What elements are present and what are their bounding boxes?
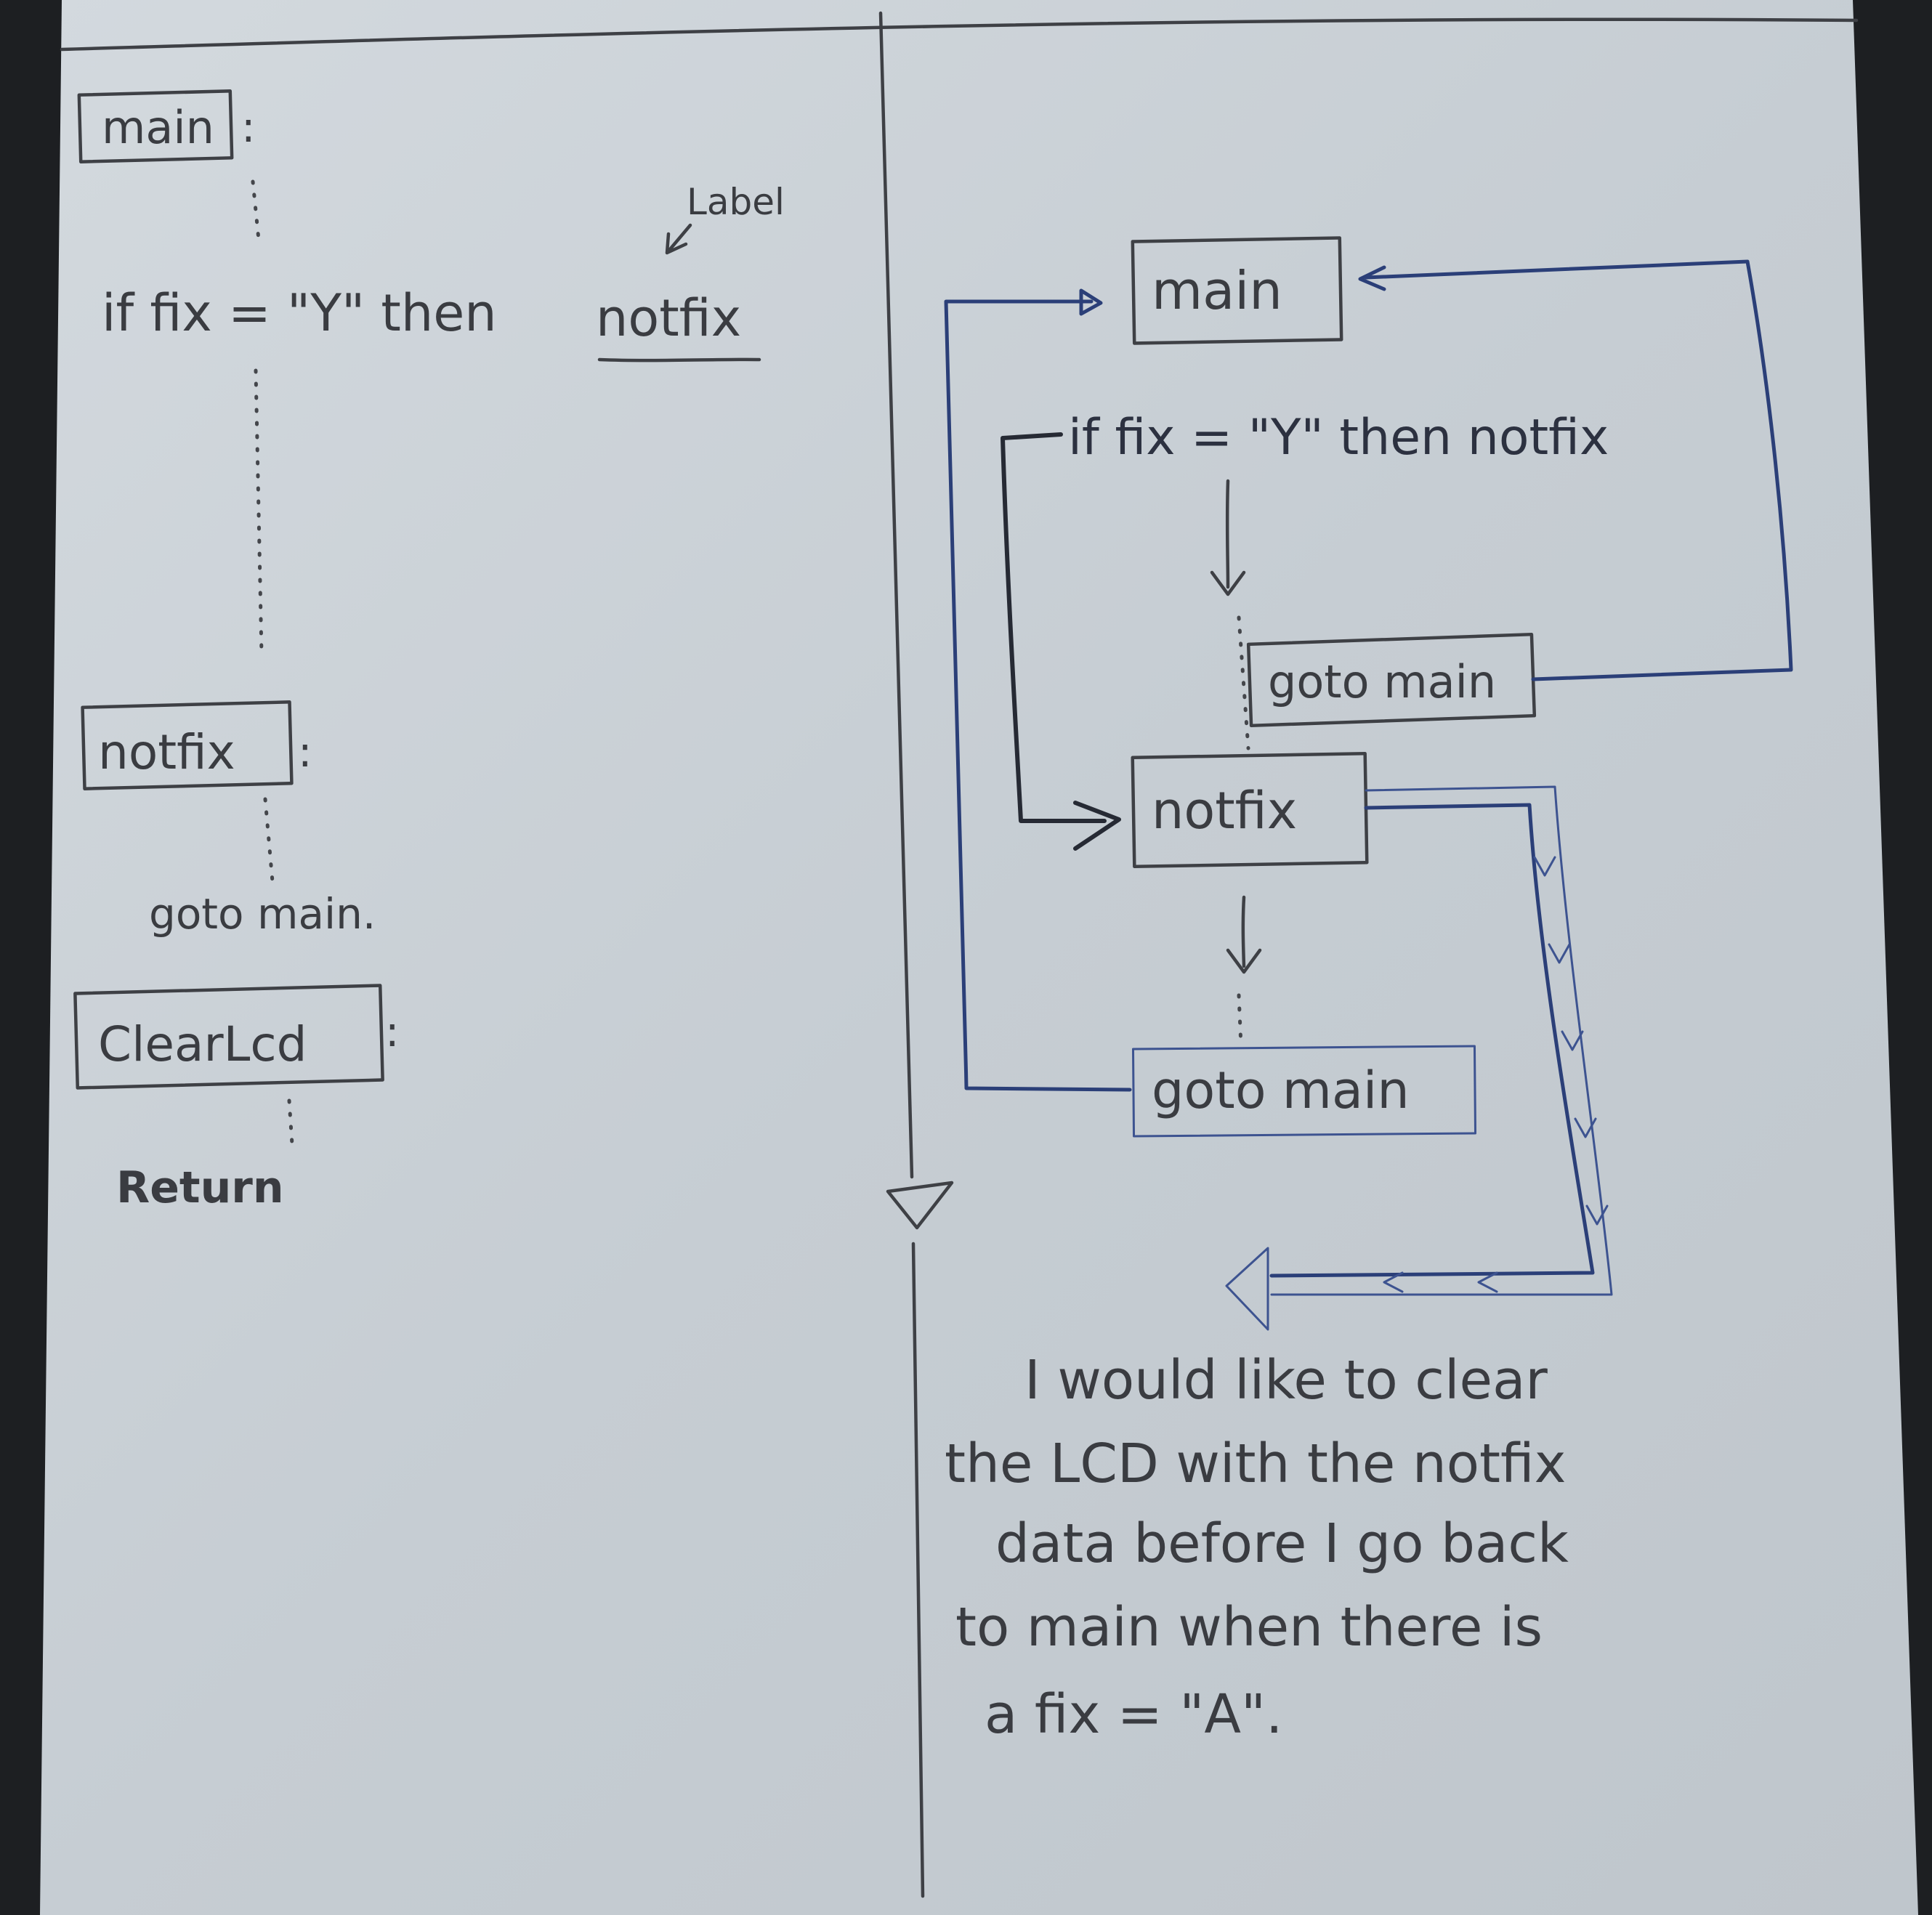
note-line-1: I would like to clear [1024, 1349, 1548, 1412]
to-notfix-arrowhead-icon [1073, 801, 1121, 851]
note-line-3: data before I go back [995, 1513, 1569, 1575]
notfix-down-arrow [1226, 895, 1262, 974]
flow-dots-2 [1237, 993, 1243, 1048]
goto-main-1-to-main-connector [1364, 259, 1793, 681]
clearlcd-label: ClearLcd [98, 1016, 307, 1072]
proposed-path-direction-marks [1383, 856, 1609, 1293]
if-target-label: notfix [596, 288, 741, 348]
label-pointer-arrow [665, 223, 692, 255]
divider-lower-line [911, 1242, 925, 1898]
goto-main-left: goto main. [149, 889, 376, 939]
proposed-path-inner [1269, 803, 1595, 1278]
notfix-label: notfix [98, 724, 235, 780]
main-label: main [102, 101, 214, 154]
handwritten-note: I would like to clear the LCD with the n… [945, 1349, 1569, 1746]
paper [40, 0, 1918, 1915]
if-statement-left: if fix = "Y" then [102, 283, 497, 343]
flow-if-statement: if fix = "Y" then notfix [1068, 409, 1609, 466]
proposed-path-arrowhead-icon [1225, 1247, 1269, 1331]
code-ellipsis-3 [263, 797, 275, 892]
main-label-colon: : [241, 102, 256, 152]
flow-main-box [1131, 236, 1343, 345]
flow-goto-main-2-label: goto main [1152, 1061, 1410, 1120]
if-down-arrow [1210, 479, 1246, 596]
flow-goto-main-1-label: goto main [1268, 655, 1496, 708]
clearlcd-label-box [73, 984, 384, 1090]
if-to-notfix-connector [1001, 432, 1107, 823]
loop-arrowhead-icon [1358, 265, 1386, 291]
code-ellipsis-2 [254, 368, 264, 656]
notfix-label-colon: : [298, 727, 312, 777]
note-line-5: a fix = "A". [985, 1683, 1283, 1746]
note-line-2: the LCD with the notfix [945, 1433, 1566, 1495]
to-main-arrowhead-icon [1079, 288, 1103, 316]
label-annotation: Label [687, 181, 785, 223]
code-ellipsis-1 [251, 179, 261, 242]
clearlcd-label-colon: : [385, 1007, 400, 1056]
return-label: Return [116, 1162, 284, 1213]
flow-dots-1 [1237, 615, 1250, 750]
goto-main-2-to-main-connector [944, 299, 1132, 1092]
notfix-label-box [81, 700, 294, 790]
proposed-path-outer [1270, 785, 1613, 1296]
divider-down-arrow-icon [886, 1181, 954, 1230]
flow-goto-main-2-box [1131, 1045, 1477, 1138]
flow-goto-main-1-box [1246, 632, 1537, 728]
vertical-divider-line [878, 11, 914, 1179]
flow-notfix-label: notfix [1152, 781, 1297, 841]
top-rule-line [60, 17, 1859, 52]
main-label-box [77, 89, 234, 163]
note-line-4: to main when there is [955, 1596, 1543, 1659]
flow-main-label: main [1152, 260, 1282, 321]
